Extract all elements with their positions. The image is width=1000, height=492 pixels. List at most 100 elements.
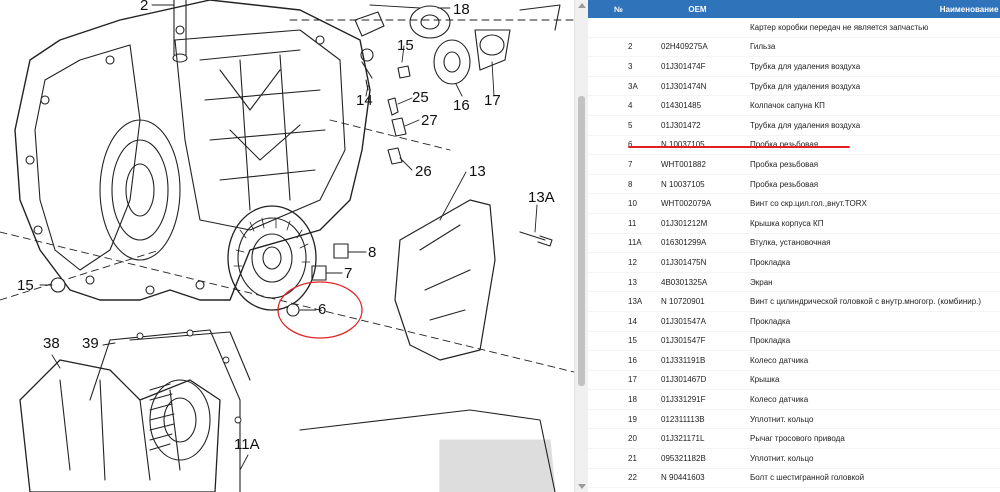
cell-name: Трубка для удаления воздуха xyxy=(746,115,1000,136)
cell-name: Картер коробки передач не является запча… xyxy=(746,18,1000,38)
cell-number: 19 xyxy=(588,409,649,430)
cell-name: Прокладка xyxy=(746,311,1000,332)
cell-oem: 01J301472 xyxy=(649,115,746,136)
callout-11a: 11A xyxy=(234,436,260,453)
callout-38: 38 xyxy=(43,335,60,352)
cell-number: 3A xyxy=(588,76,649,97)
callout-14: 14 xyxy=(356,92,373,109)
cell-name: Трубка для удаления воздуха xyxy=(746,56,1000,77)
cell-oem: 016301299A xyxy=(649,233,746,254)
cell-oem: 095321182B xyxy=(649,448,746,469)
gearbox-housing-drawing xyxy=(0,0,574,492)
callout-17: 17 xyxy=(484,92,501,109)
cell-number: 13 xyxy=(588,272,649,293)
cell-name: Трубка для удаления воздуха xyxy=(746,76,1000,97)
cell-number: 23 xyxy=(588,487,649,492)
cell-oem: 01J301475N xyxy=(649,252,746,273)
cell-name: Прокладка xyxy=(746,252,1000,273)
scroll-up-arrow-icon[interactable] xyxy=(578,3,586,8)
cell-number: 20 xyxy=(588,428,649,450)
cell-name: Экран xyxy=(746,272,1000,293)
cell-number: 10 xyxy=(588,193,649,214)
cell-number: 15 xyxy=(588,331,649,352)
cell-name: Гильза xyxy=(746,37,1000,58)
table-row[interactable]: Картер коробки передач не является запча… xyxy=(588,18,1000,38)
cell-number: 2 xyxy=(588,37,649,58)
callout-15-top: 15 xyxy=(397,37,414,54)
callout-13: 13 xyxy=(469,163,486,180)
callout-8: 8 xyxy=(368,244,377,261)
cell-oem: 01J301547A xyxy=(649,311,746,332)
cell-number: 12 xyxy=(588,252,649,273)
cell-oem xyxy=(649,18,746,38)
column-header-number[interactable]: № xyxy=(588,0,649,18)
scroll-down-arrow-icon[interactable] xyxy=(578,484,586,489)
cell-oem: 01J301212M xyxy=(649,213,746,234)
cell-oem: 01J321171L xyxy=(649,428,746,450)
cell-name: Колпачок сапуна КП xyxy=(746,95,1000,116)
callout-27: 27 xyxy=(421,112,438,129)
cell-oem: 02H409275A xyxy=(649,37,746,58)
cell-number: 21 xyxy=(588,448,649,469)
cell-oem: 01J331191B xyxy=(649,350,746,371)
cell-name: Крышка xyxy=(746,370,1000,391)
cell-oem: 014301485 xyxy=(649,95,746,116)
cell-number: 18 xyxy=(588,389,649,410)
cell-oem: 4B0301325A xyxy=(649,272,746,293)
cell-oem: 012311113B xyxy=(649,409,746,430)
cell-number: 11 xyxy=(588,213,649,234)
cell-number: 5 xyxy=(588,115,649,136)
cell-number: 3 xyxy=(588,56,649,77)
callout-25: 25 xyxy=(412,89,429,106)
cell-name: Крышка корпуса КП xyxy=(746,213,1000,234)
cell-number: 14 xyxy=(588,311,649,332)
scrollbar-thumb[interactable] xyxy=(578,96,585,386)
cell-oem: 01J331291F xyxy=(649,389,746,410)
column-header-oem[interactable]: OEM xyxy=(649,0,746,18)
cell-name: Колесо датчика xyxy=(746,350,1000,371)
table-header-row: № OEM Наименование дет xyxy=(588,0,1000,18)
cell-oem: N 10720901 xyxy=(649,291,746,312)
cell-oem xyxy=(649,487,746,492)
callout-15-left: 15 xyxy=(17,277,34,294)
parts-table: № OEM Наименование дет Картер коробки пе… xyxy=(588,0,1000,492)
cell-number: 16 xyxy=(588,350,649,371)
cell-name: Вал управления перекл. передач не являет… xyxy=(746,487,1000,492)
callout-7: 7 xyxy=(344,265,353,282)
cell-name: Винт со скр.цил.гол.,внут.TORX xyxy=(746,193,1000,214)
cell-number: 6 xyxy=(588,135,649,156)
red-underline-highlight xyxy=(628,146,850,148)
callout-16: 16 xyxy=(453,97,470,114)
table-row[interactable]: 23 Вал управления перекл. передач не явля… xyxy=(588,487,1000,492)
parts-table-body: Картер коробки передач не является запча… xyxy=(588,18,1000,492)
column-header-name[interactable]: Наименование дет xyxy=(746,0,1000,18)
callout-26: 26 xyxy=(415,163,432,180)
diagram-vertical-scrollbar[interactable] xyxy=(574,0,588,492)
cell-oem: WHT001882 xyxy=(649,154,746,175)
callout-39: 39 xyxy=(82,335,99,352)
cell-oem: N 90441603 xyxy=(649,468,746,489)
